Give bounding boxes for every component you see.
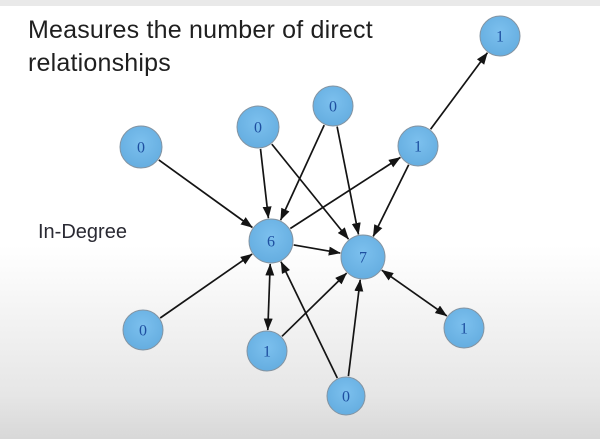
- top-strip: [0, 0, 600, 6]
- graph-edge-bl0-n6: [159, 253, 253, 319]
- graph-edge-m0-n7: [271, 143, 350, 240]
- graph-node-b0: [326, 376, 366, 416]
- graph-edge-tr1-t1: [429, 52, 489, 130]
- graph-node-tr1: [397, 125, 439, 167]
- node-layer: 1 1 0 0 0 6 7 0 1 0 1: [119, 15, 521, 416]
- graph-edge-m0-n6: [259, 148, 272, 219]
- node-label-b1: 1: [263, 344, 271, 361]
- graph-edge-tr1-n7: [372, 164, 410, 237]
- node-label-bl0: 0: [139, 323, 147, 340]
- graph-node-r1: [443, 307, 485, 349]
- node-label-b0: 0: [342, 389, 350, 406]
- graph-edge-b1-n6: [263, 263, 275, 331]
- graph-edge-n6-tr1: [289, 156, 401, 230]
- graph-edge-n7-r1: [381, 269, 448, 317]
- graph-edge-b0-n6: [280, 261, 339, 379]
- graph-edge-b1-n7: [281, 272, 348, 337]
- node-label-tr1: 1: [414, 139, 422, 156]
- graph-edge-l0-n6: [158, 159, 253, 229]
- graph-node-bl0: [122, 309, 164, 351]
- graph-node-t1: [479, 15, 521, 57]
- graph-node-n7: [340, 234, 386, 280]
- edge-layer: [158, 52, 489, 379]
- graph-node-l0: [119, 125, 163, 169]
- slide-title: Measures the number of direct relationsh…: [28, 16, 373, 77]
- node-label-t1: 1: [496, 29, 504, 46]
- in-degree-label: In-Degree: [38, 221, 127, 243]
- node-label-r0: 0: [329, 99, 337, 116]
- node-label-m0: 0: [254, 120, 262, 137]
- graph-edge-b0-n7: [347, 279, 364, 377]
- graph-edge-n6-n7: [293, 244, 341, 256]
- node-label-r1: 1: [460, 321, 468, 338]
- graph-edge-r0-n7: [336, 126, 361, 235]
- node-label-n6: 6: [267, 234, 275, 251]
- node-label-l0: 0: [137, 140, 145, 157]
- graph-edge-r0-n6: [279, 124, 325, 221]
- node-label-n7: 7: [359, 250, 367, 267]
- graph-node-b1: [246, 330, 288, 372]
- graph-node-r0: [312, 85, 354, 127]
- graph-node-m0: [236, 105, 280, 149]
- graph-node-n6: [248, 218, 294, 264]
